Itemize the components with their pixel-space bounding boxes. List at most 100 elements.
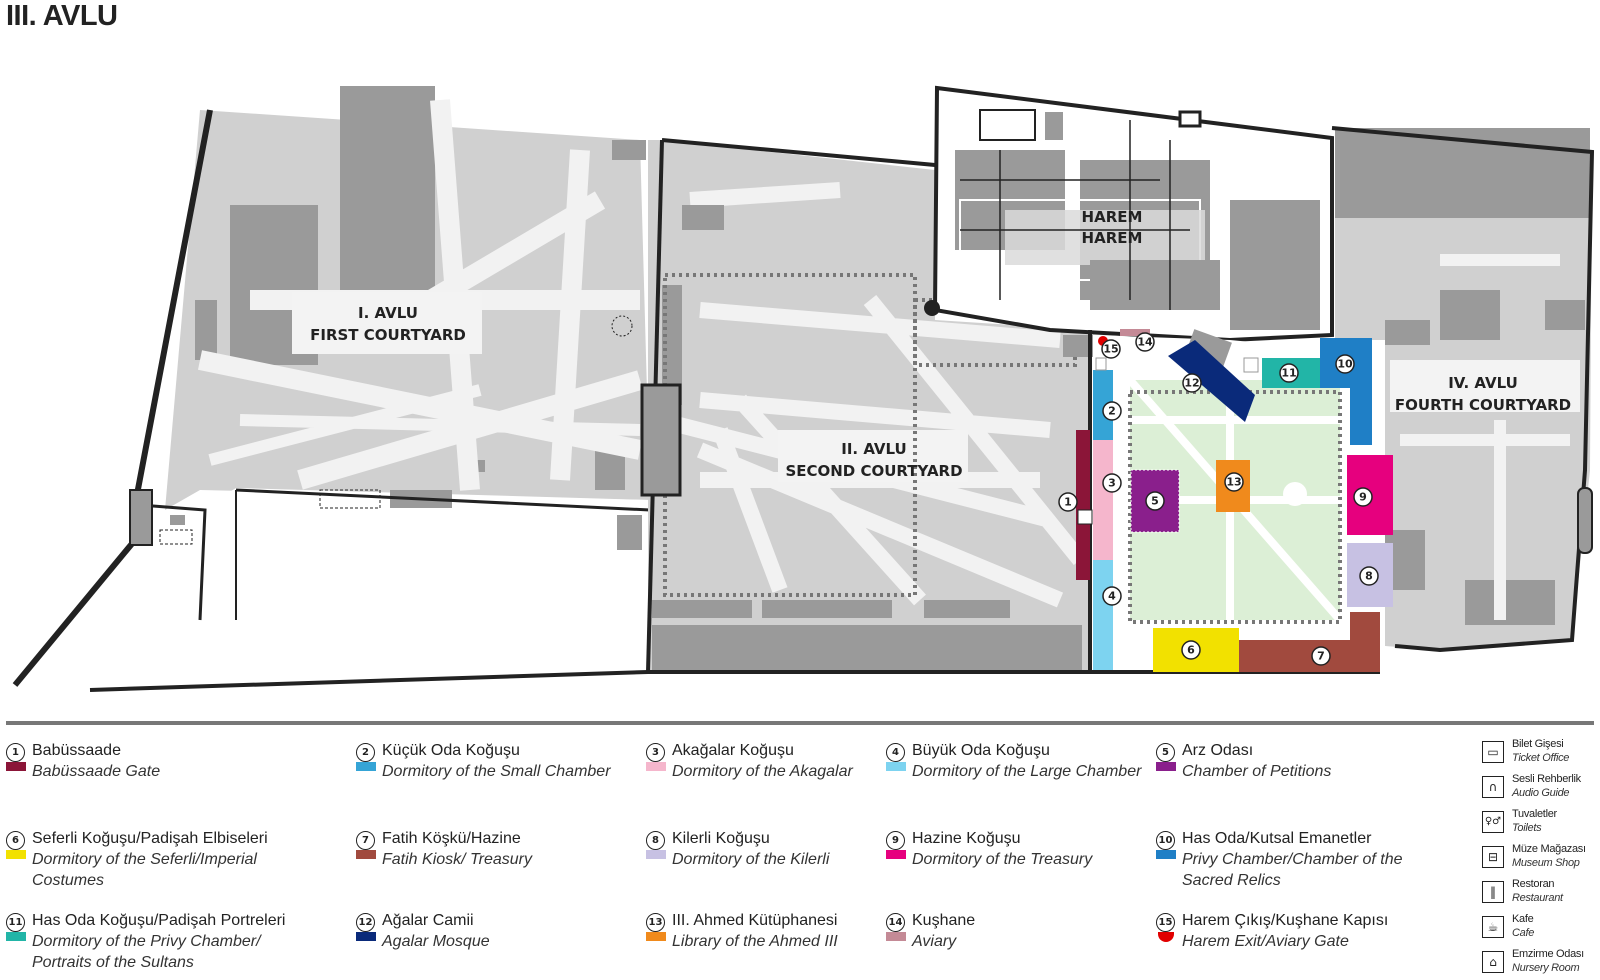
map-marker-13: 13	[1226, 476, 1241, 489]
legend-title-tr: Akağalar Koğuşu	[672, 742, 794, 759]
legend-title-en: Agalar Mosque	[382, 933, 490, 950]
legend-swatch	[1156, 762, 1176, 771]
legend-number: 12	[356, 913, 375, 932]
legend-title-en: Dormitory of the Privy Chamber/ Portrait…	[32, 933, 261, 971]
service-nursery-room: ⌂ Emzirme Odası Nursery Room	[1482, 948, 1600, 980]
service-title-tr: Restoran	[1512, 878, 1555, 890]
legend-title-en: Privy Chamber/Chamber of the Sacred Reli…	[1182, 851, 1403, 889]
legend-swatch	[646, 850, 666, 859]
map-marker-10: 10	[1337, 358, 1353, 371]
courtyard-label-second-2: SECOND COURTYARD	[785, 462, 962, 480]
legend-number: 8	[646, 831, 665, 850]
legend-title-tr: Harem Çıkış/Kuşhane Kapısı	[1182, 912, 1389, 929]
legend-swatch	[6, 762, 26, 771]
courtyard-label-fourth-1: IV. AVLU	[1448, 374, 1518, 392]
legend-number: 1	[6, 743, 25, 762]
legend-title-tr: Babüssaade	[32, 742, 121, 759]
legend-swatch	[886, 932, 906, 941]
service-title-en: Audio Guide	[1512, 787, 1570, 799]
map-marker-8: 8	[1365, 570, 1373, 583]
legend-number: 6	[6, 831, 25, 850]
legend-swatch	[646, 932, 666, 941]
legend-title-en: Fatih Kiosk/ Treasury	[382, 851, 532, 868]
map-marker-3: 3	[1108, 477, 1116, 490]
service-title-tr: Tuvaletler	[1512, 808, 1557, 820]
map-marker-7: 7	[1317, 650, 1325, 663]
courtyard-label-first-2: FIRST COURTYARD	[310, 326, 466, 344]
map-marker-2: 2	[1108, 405, 1116, 418]
legend-title-tr: Has Oda Koğuşu/Padişah Portreleri	[32, 912, 286, 929]
restaurant-icon: ‖	[1482, 881, 1504, 903]
legend-swatch	[646, 762, 666, 771]
service-title-tr: Müze Mağazası	[1512, 843, 1586, 855]
courtyard-label-first-1: I. AVLU	[358, 304, 418, 322]
legend-title-en: Library of the Ahmed III	[672, 933, 838, 950]
service-title-tr: Kafe	[1512, 913, 1534, 925]
service-ticket-office: ▭ Bilet Gişesi Ticket Office	[1482, 738, 1600, 770]
fourth-courtyard-wall	[1331, 126, 1595, 653]
legend-number: 10	[1156, 831, 1175, 850]
legend-number: 14	[886, 913, 905, 932]
legend-title-tr: III. Ahmed Kütüphanesi	[672, 912, 838, 929]
map-marker-1: 1	[1064, 496, 1072, 509]
legend-title-tr: Büyük Oda Koğuşu	[912, 742, 1050, 759]
courtyard-label-harem-2: HAREM	[1082, 229, 1143, 247]
toilets-icon: ♀♂	[1482, 811, 1504, 833]
legend-swatch	[356, 850, 376, 859]
palace-map[interactable]: I. AVLU FIRST COURTYARD II. AVLU SECOND …	[0, 0, 1600, 700]
first-courtyard-area	[90, 86, 650, 690]
legend-title-en: Dormitory of the Large Chamber	[912, 763, 1142, 780]
service-restaurant: ‖ Restoran Restaurant	[1482, 878, 1600, 910]
legend-title-en: Dormitory of the Akagalar	[672, 763, 853, 780]
map-marker-4: 4	[1108, 590, 1116, 603]
service-title-en: Museum Shop	[1512, 857, 1580, 869]
legend-number: 3	[646, 743, 665, 762]
second-courtyard-wall	[661, 138, 936, 167]
service-title-en: Toilets	[1512, 822, 1542, 834]
legend-title-en: Babüssaade Gate	[32, 763, 161, 780]
legend-number: 15	[1156, 913, 1175, 932]
map-marker-5: 5	[1151, 495, 1159, 508]
legend-title-tr: Ağalar Camii	[382, 912, 474, 929]
legend-swatch	[886, 850, 906, 859]
fourth-courtyard-area	[1335, 128, 1592, 650]
legend-number: 5	[1156, 743, 1175, 762]
legend-title-tr: Kilerli Koğuşu	[672, 830, 770, 847]
service-toilets: ♀♂ Tuvaletler Toilets	[1482, 808, 1600, 840]
map-marker-12: 12	[1184, 377, 1199, 390]
map-marker-14: 14	[1137, 336, 1153, 349]
legend-swatch	[1156, 850, 1176, 859]
shop-basket-icon: ⊟	[1482, 846, 1504, 868]
legend-number: 7	[356, 831, 375, 850]
legend-swatch	[886, 762, 906, 771]
legend-number: 9	[886, 831, 905, 850]
map-marker-15: 15	[1103, 343, 1118, 356]
map-marker-11: 11	[1281, 367, 1296, 380]
legend-title-tr: Kuşhane	[912, 912, 976, 929]
courtyard-label-second-1: II. AVLU	[841, 440, 907, 458]
courtyard-label-harem-1: HAREM	[1082, 208, 1143, 226]
legend-title-tr: Küçük Oda Koğuşu	[382, 742, 520, 759]
service-title-tr: Emzirme Odası	[1512, 948, 1584, 960]
map-marker-9: 9	[1359, 491, 1367, 504]
service-title-en: Cafe	[1512, 927, 1535, 939]
legend-swatch	[6, 932, 26, 941]
map-toilets-icon	[1077, 509, 1093, 525]
legend-title-tr: Hazine Koğuşu	[912, 830, 1021, 847]
map-marker-6: 6	[1187, 644, 1195, 657]
courtyard-labels: I. AVLU FIRST COURTYARD II. AVLU SECOND …	[310, 208, 1571, 480]
legend-number: 2	[356, 743, 375, 762]
legend-number: 11	[6, 913, 25, 932]
legend-title-en: Chamber of Petitions	[1182, 763, 1332, 780]
legend-title-tr: Seferli Koğuşu/Padişah Elbiseleri	[32, 830, 268, 847]
map-shop-icon	[1243, 357, 1259, 373]
harem-area	[924, 85, 1334, 343]
service-title-en: Ticket Office	[1512, 752, 1570, 764]
service-title-tr: Bilet Gişesi	[1512, 738, 1564, 750]
legend-title-en: Dormitory of the Kilerli	[672, 851, 830, 868]
service-audio-guide: ∩ Sesli Rehberlik Audio Guide	[1482, 773, 1600, 805]
legend-number: 4	[886, 743, 905, 762]
legend-swatch	[356, 932, 376, 941]
legend-title-en: Harem Exit/Aviary Gate	[1182, 933, 1349, 950]
nursery-bottle-icon: ⌂	[1482, 951, 1504, 973]
